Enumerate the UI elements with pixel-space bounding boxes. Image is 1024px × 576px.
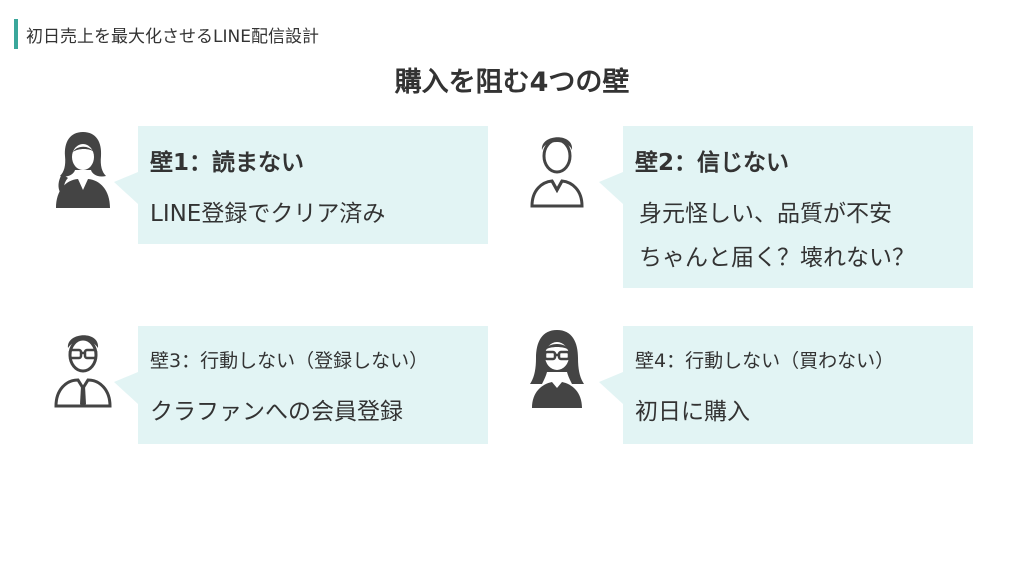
wall-1-line-1: LINE登録でクリア済み: [150, 201, 386, 227]
wall-2-line-2: ちゃんと届く？壊れない？: [639, 245, 915, 271]
speech-bubble-2: 壁2：信じない 身元怪しい、品質が不安 ちゃんと届く？壊れない？: [599, 126, 973, 288]
man-outline-icon: [522, 124, 592, 208]
speech-bubble-1: 壁1：読まない LINE登録でクリア済み: [114, 126, 488, 244]
page-title: 購入を阻む4つの壁: [394, 67, 630, 98]
woman-glasses-icon: [522, 324, 592, 408]
wall-2-line-1: 身元怪しい、品質が不安: [639, 201, 892, 227]
wall-4-title: 壁4：行動しない（買わない）: [635, 350, 895, 372]
speech-bubble-4: 壁4：行動しない（買わない） 初日に購入: [599, 326, 973, 444]
man-glasses-tie-icon: [48, 324, 118, 408]
woman-ponytail-icon: [48, 124, 118, 208]
wall-3-title: 壁3：行動しない（登録しない）: [150, 350, 429, 372]
wall-2-title: 壁2：信じない: [635, 150, 790, 176]
header-title-text: 初日売上を最大化させるLINE配信設計: [26, 26, 319, 47]
header-title: 初日売上を最大化させるLINE配信設計: [14, 19, 319, 49]
wall-4-line-1: 初日に購入: [635, 399, 750, 425]
wall-3-line-1: クラファンへの会員登録: [150, 399, 403, 425]
wall-1-title: 壁1：読まない: [150, 150, 305, 176]
speech-bubble-3: 壁3：行動しない（登録しない） クラファンへの会員登録: [114, 326, 488, 444]
